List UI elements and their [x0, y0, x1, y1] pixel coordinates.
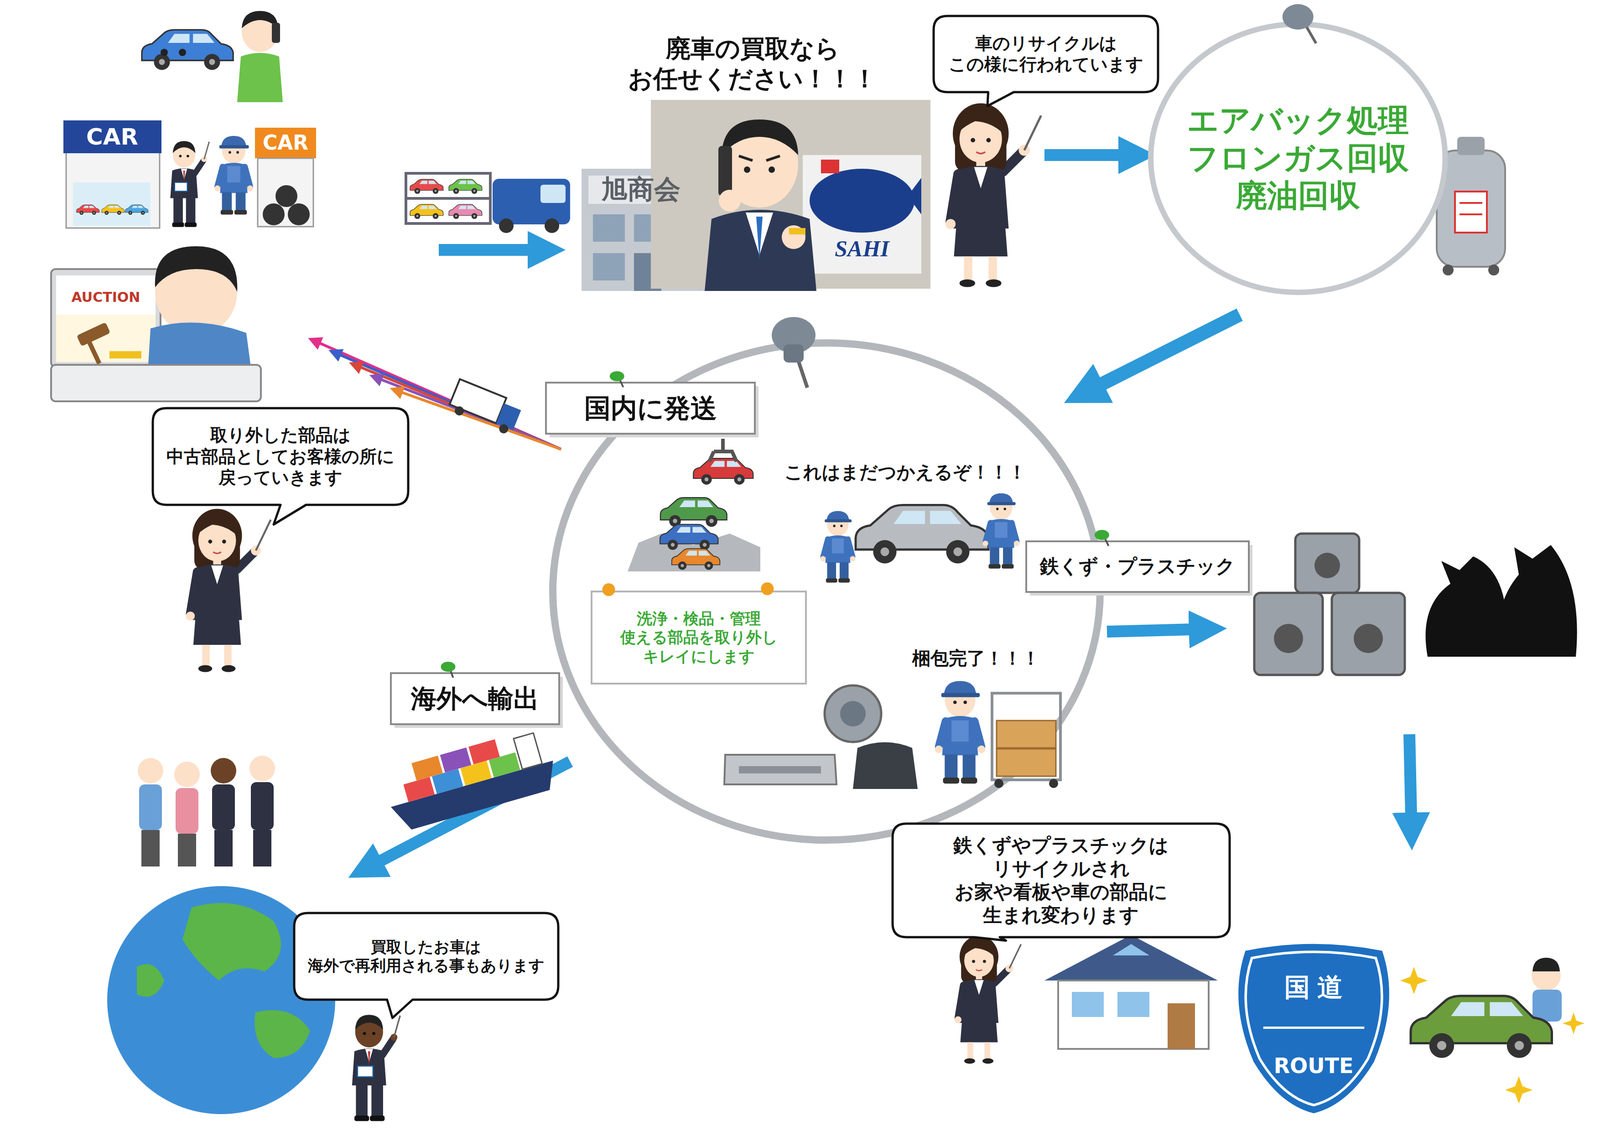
shield-divider [1262, 1026, 1364, 1029]
text-label: エアバック処理 フロンガス回収 廃油回収 [1187, 101, 1409, 216]
text-line: 使える部品を取り外し [620, 628, 778, 647]
pushpin [602, 583, 616, 597]
text-line: 取り外した部品は [166, 424, 395, 446]
node-shape [933, 15, 1159, 93]
step-tag: 鉄くず・プラスチック [1026, 541, 1249, 593]
text-line: お任せください！！！ [628, 63, 878, 94]
bubble-outline [294, 913, 559, 1019]
text-line: エアバック処理 [1187, 101, 1409, 140]
tag-outline [390, 673, 560, 725]
text-label: 車のリサイクルは この様に行われています [948, 32, 1144, 76]
note-card: 洗浄・検品・管理 使える部品を取り外し キレイにします [591, 591, 806, 684]
speech-bubble: 取り外した部品は 中古部品としてお客様の所に 戻っていきます [152, 408, 409, 505]
screen-text: AUCTION [71, 289, 141, 307]
text-line: お家や看板や車の部品に [953, 880, 1169, 904]
route-shield: 国道 ROUTE [1229, 943, 1398, 1112]
bubble-outline [892, 823, 1230, 941]
speech-bubble: 買取したお車は 海外で再利用される事もあります [294, 913, 559, 1000]
text-line: 国内に発送 [584, 392, 717, 425]
process-ellipse: エアバック処理 フロンガス回収 廃油回収 [1147, 20, 1450, 297]
text-line: CAR [262, 130, 309, 156]
speech-bubble: 鉄くずやプラスチックは リサイクルされ お家や看板や車の部品に 生まれ変わります [892, 823, 1230, 938]
text-label: 買取したお車は 海外で再利用される事もあります [307, 937, 545, 976]
text-line: CAR [86, 123, 139, 151]
text-line: AUCTION [71, 289, 141, 307]
text-label: 海外へ輸出 [410, 683, 540, 715]
text-line: 海外へ輸出 [410, 683, 540, 715]
pushpin [609, 371, 625, 382]
pushpin [760, 582, 774, 596]
text-label: ROUTE [1273, 1053, 1354, 1079]
bubble-outline [152, 408, 409, 525]
text-line: 鉄くずやプラスチックは [953, 833, 1169, 858]
text-line: 海外で再利用される事もあります [307, 956, 545, 976]
text-label: CAR [262, 130, 309, 156]
text-line: 車のリサイクルは [948, 32, 1144, 54]
speech-bubble: 車のリサイクルは この様に行われています [933, 15, 1159, 93]
tag-outline [545, 382, 755, 434]
text-line: フロンガス回収 [1187, 139, 1409, 178]
text-label: 取り外した部品は 中古部品としてお客様の所に 戻っていきます [166, 424, 395, 489]
text-label: 洗浄・検品・管理 使える部品を取り外し キレイにします [620, 609, 778, 666]
shop-sign: CAR [86, 123, 139, 151]
exclamation: 梱包完了！！！ [912, 647, 1040, 670]
tag-outline [1026, 541, 1249, 593]
text-line: 廃油回収 [1187, 176, 1409, 215]
text-label: 旭商会 [601, 173, 681, 206]
text-line: 旭商会 [601, 173, 681, 206]
text-line: これはまだつかえるぞ！！！ [784, 461, 1027, 484]
node-shape [1229, 943, 1398, 1112]
note-outline [591, 591, 806, 684]
text-line: リサイクルされ [953, 857, 1169, 881]
text-line: ROUTE [1273, 1053, 1354, 1079]
text-line: SAHI [834, 234, 890, 263]
text-line: 買取したお車は [307, 937, 545, 957]
text-line: 中古部品としてお客様の所に [166, 446, 395, 468]
ellipse-outline [1150, 24, 1446, 293]
text-line: この様に行われています [948, 53, 1144, 75]
step-tag: 国内に発送 [545, 382, 755, 434]
bubble-outline [933, 15, 1159, 107]
company-sign: 旭商会 [601, 173, 681, 206]
text-label: 梱包完了！！！ [912, 647, 1040, 670]
text-line: 国道 [1284, 971, 1351, 1003]
step-tag: 海外へ輸出 [390, 673, 560, 725]
pushpin [1282, 4, 1314, 30]
text-label: 国内に発送 [584, 392, 717, 425]
text-line: 生まれ変わります [953, 903, 1169, 927]
logo-text: SAHI [834, 234, 890, 263]
text-label: AUCTION [71, 289, 141, 307]
text-label: 国道 [1276, 971, 1351, 1003]
pushpin [1094, 529, 1110, 541]
pushpin [440, 661, 456, 672]
car-icon [141, 29, 234, 70]
text-label: SAHI [834, 234, 890, 263]
text-line: 廃車の買取なら [628, 33, 878, 64]
headline: 廃車の買取なら お任せください！！！ [628, 33, 878, 94]
shield-outline [1239, 945, 1388, 1112]
text-line: キレイにします [620, 647, 778, 666]
text-line: 洗浄・検品・管理 [620, 609, 778, 629]
text-label: 廃車の買取なら お任せください！！！ [628, 33, 878, 94]
text-label: これはまだつかえるぞ！！！ [784, 461, 1027, 484]
text-label: 鉄くずやプラスチックは リサイクルされ お家や看板や車の部品に 生まれ変わります [953, 833, 1169, 928]
text-label: CAR [86, 123, 139, 151]
text-line: 鉄くず・プラスチック [1039, 554, 1236, 578]
text-label: 鉄くず・プラスチック [1039, 554, 1236, 578]
text-line: 戻っていきます [166, 467, 395, 489]
text-line: 梱包完了！！！ [912, 647, 1040, 670]
shop-sign: CAR [262, 130, 309, 156]
shield-inner [1245, 951, 1382, 1106]
exclamation: これはまだつかえるぞ！！！ [784, 461, 1027, 484]
